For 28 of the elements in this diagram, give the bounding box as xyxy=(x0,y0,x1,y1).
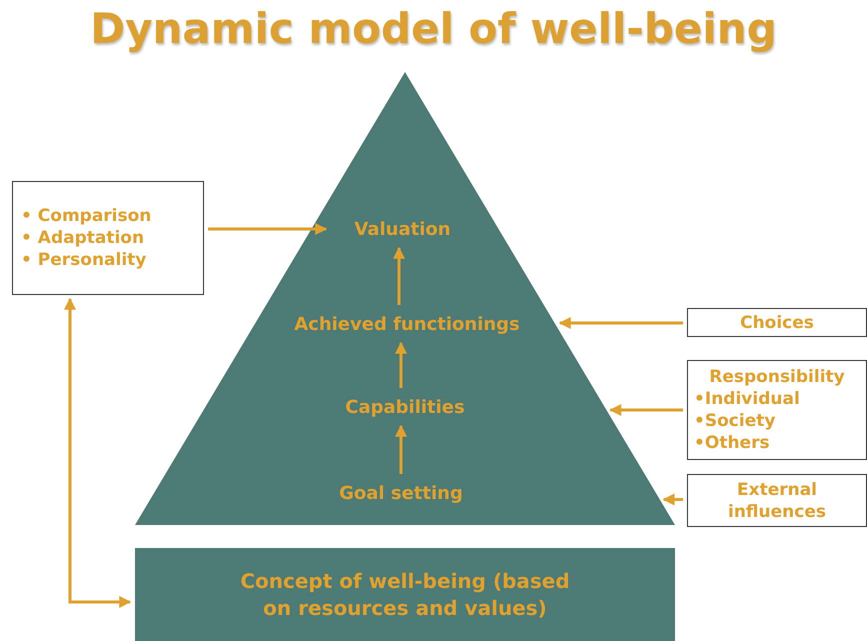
title: Dynamic model of well-being xyxy=(89,4,778,53)
stage-label: Achieved functionings xyxy=(258,309,556,339)
stage-label: Capabilities xyxy=(325,392,485,422)
bullet-item: • Personality xyxy=(20,249,148,271)
factor-box xyxy=(687,308,867,337)
box-label: Choices xyxy=(739,312,815,334)
bullet-item: •Society xyxy=(693,410,776,432)
bullet-item: •Others xyxy=(693,432,771,454)
bullet-item: •Individual xyxy=(693,388,801,410)
box-label: External influences xyxy=(727,478,827,522)
arrow xyxy=(609,404,683,416)
double-arrow xyxy=(64,298,132,608)
box-heading: Responsibility xyxy=(708,366,846,388)
arrow xyxy=(208,223,328,235)
arrow xyxy=(395,342,407,388)
band-label: Concept of well-being (based on resources and values) xyxy=(240,568,570,622)
factor-box xyxy=(12,181,204,295)
arrow xyxy=(662,494,683,506)
arrow xyxy=(558,317,683,329)
bullet-item: • Comparison xyxy=(20,205,152,227)
base-band xyxy=(135,548,675,641)
stage-label: Goal setting xyxy=(318,478,484,508)
stage-label: Valuation xyxy=(330,214,475,244)
arrow xyxy=(393,246,405,305)
arrow xyxy=(395,424,407,474)
factor-box xyxy=(687,474,867,527)
factor-box xyxy=(687,360,867,460)
bullet-item: • Adaptation xyxy=(20,227,146,249)
